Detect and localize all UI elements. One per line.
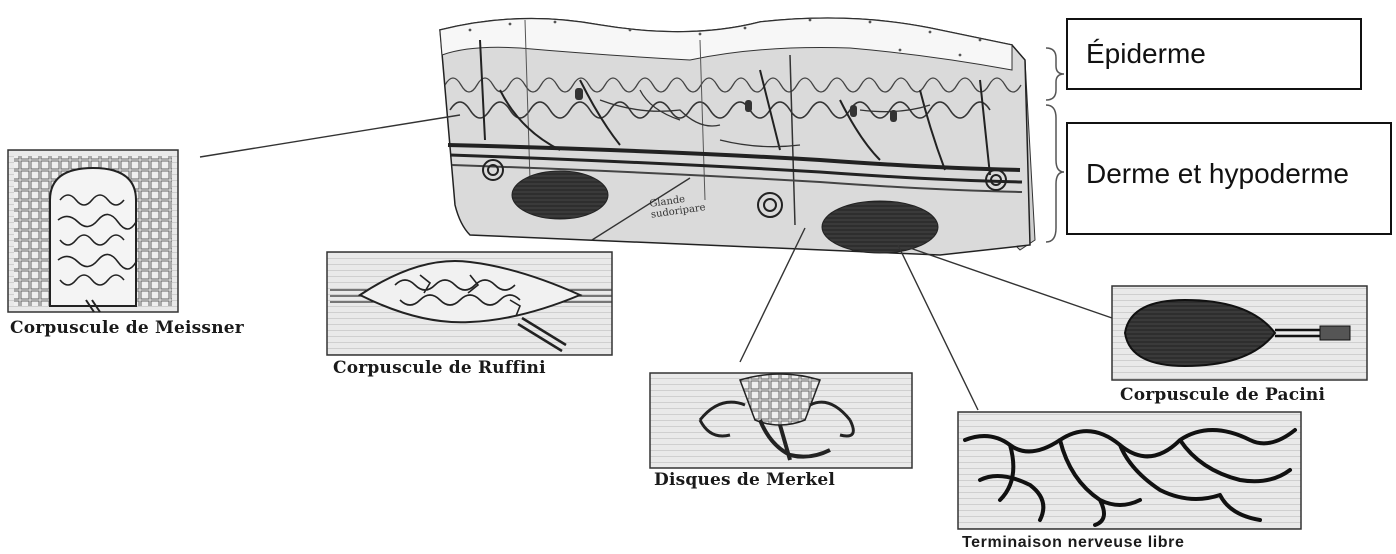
skin-block: [440, 18, 1035, 255]
merkel-inset: [650, 373, 912, 468]
meissner-inset: [8, 150, 178, 312]
dermis-label: Derme et hypoderme: [1086, 158, 1349, 190]
meissner-leader: [200, 115, 460, 157]
ruffini-inset: [327, 252, 612, 355]
dermis-brace: [1046, 105, 1064, 242]
pacini-caption: Corpuscule de Pacini: [1120, 385, 1325, 405]
ruffini-caption: Corpuscule de Ruffini: [333, 358, 546, 378]
epidermis-label: Épiderme: [1086, 38, 1206, 70]
meissner-caption: Corpuscule de Meissner: [10, 318, 244, 338]
dermis-label-box: Derme et hypoderme: [1066, 122, 1392, 235]
pacini-inset: [1112, 286, 1367, 380]
epidermis-label-box: Épiderme: [1066, 18, 1362, 90]
merkel-caption: Disques de Merkel: [654, 470, 835, 490]
epidermis-brace: [1046, 48, 1064, 100]
free-ending-inset: [958, 412, 1301, 529]
free-ending-caption: Terminaison nerveuse libre: [962, 534, 1185, 552]
pacini-leader: [910, 248, 1112, 318]
